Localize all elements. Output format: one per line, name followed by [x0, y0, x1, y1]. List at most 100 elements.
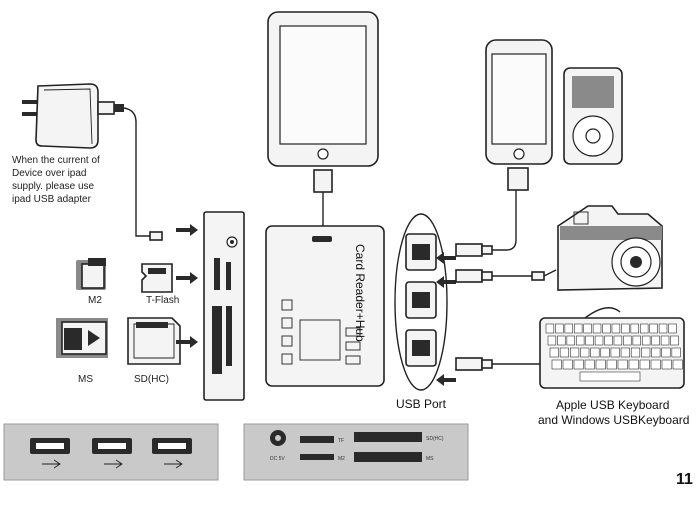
keyboard-key: [566, 335, 575, 346]
keyboard-key: [611, 323, 621, 334]
card-label-m2: M2: [88, 295, 102, 306]
hub-side-panel: [203, 211, 245, 401]
keyboard-label-line-2: and Windows USBKeyboard: [538, 413, 689, 427]
keyboard-key: [650, 359, 661, 370]
dc-plug: [149, 231, 163, 241]
adapter-note-line-2: Device over ipad: [12, 168, 86, 179]
iphone-dock-connector: [507, 167, 529, 191]
keyboard-key: [604, 335, 613, 346]
m2-card-icon: [76, 258, 106, 290]
keyboard-key: [672, 359, 683, 370]
keyboard-key: [590, 347, 600, 358]
keyboard-key: [628, 359, 639, 370]
keyboard-key: [549, 347, 559, 358]
ipad-dock-connector: [313, 169, 333, 193]
arrow-usb-3-icon: [436, 374, 456, 386]
panel-label-sd: SD(HC): [426, 436, 444, 442]
arrow-usb-1-icon: [436, 252, 456, 264]
adapter-note-line-4: ipad USB adapter: [12, 194, 92, 205]
keyboard-key: [547, 335, 557, 346]
keyboard-key: [649, 323, 658, 334]
keyboard-key: [570, 347, 580, 358]
card-slots-panel: [243, 423, 469, 481]
keyboard-key: [630, 347, 641, 358]
keyboard-key: [562, 359, 573, 370]
adapter-note-line-1: When the current of: [12, 155, 100, 166]
arrow-tflash-icon: [176, 272, 198, 284]
keyboard-key: [668, 323, 677, 334]
keyboard-key: [661, 359, 672, 370]
adapter-note-line-3: supply. please use: [12, 181, 95, 192]
keyboard-key: [573, 323, 583, 334]
keyboard-key: [639, 323, 649, 334]
keyboard-key: [641, 335, 651, 346]
arrow-usb-2-icon: [436, 276, 456, 288]
ipad-device: [267, 11, 379, 167]
keyboard-key: [551, 359, 562, 370]
power-adapter: [22, 83, 124, 149]
keyboard-key: [602, 323, 611, 334]
usb-port-group: [394, 213, 448, 391]
keyboard-key: [584, 359, 595, 370]
card-label-tflash: T-Flash: [146, 295, 179, 306]
keyboard-label-line-1: Apple USB Keyboard: [556, 398, 669, 412]
card-label-sd: SD(HC): [134, 374, 169, 385]
arrow-dc-icon: [176, 224, 198, 236]
usb-plug-camera: [455, 269, 557, 283]
keyboard-key: [559, 347, 570, 358]
iphone-device: [485, 39, 553, 165]
keyboard-key: [632, 335, 641, 346]
keyboard-key: [585, 335, 594, 346]
keyboard-key: [580, 347, 590, 358]
keyboard-key: [623, 335, 632, 346]
usb-port-label: USB Port: [396, 397, 447, 411]
keyboard-key: [555, 323, 564, 334]
adapter-cable: [123, 107, 152, 237]
tflash-card-icon: [141, 263, 173, 293]
keyboard-key: [651, 335, 660, 346]
sd-card-icon: [127, 317, 181, 365]
keyboard-key: [660, 335, 670, 346]
keyboard-key: [639, 359, 650, 370]
arrow-sd-icon: [176, 336, 198, 348]
keyboard-key: [651, 347, 661, 358]
keyboard-key: [620, 347, 630, 358]
keyboard-key: [613, 335, 623, 346]
usb-ports-panel: [3, 423, 219, 481]
usb-plug-keyboard: [455, 357, 540, 371]
keyboard-key: [545, 323, 555, 334]
keyboard-key: [641, 347, 651, 358]
keyboard-device: [539, 307, 685, 389]
panel-label-tf: TF: [338, 438, 344, 444]
ms-card-icon: [56, 318, 108, 358]
keyboard-key: [575, 335, 585, 346]
keyboard-key: [617, 359, 628, 370]
keyboard-key: [573, 359, 584, 370]
usb-symbol-icon: [42, 459, 183, 469]
hub-title: Card Reader+Hub: [353, 244, 367, 342]
keyboard-key: [630, 323, 639, 334]
page-number: 11: [676, 471, 693, 488]
keyboard-key: [595, 359, 606, 370]
keyboard-key: [592, 323, 602, 334]
keyboard-key: [557, 335, 566, 346]
panel-label-m2: M2: [338, 456, 345, 462]
ipod-device: [563, 67, 623, 165]
keyboard-key: [621, 323, 630, 334]
keyboard-key: [670, 335, 679, 346]
keyboard-key: [606, 359, 617, 370]
keyboard-key: [658, 323, 668, 334]
keyboard-key: [661, 347, 671, 358]
keyboard-key: [594, 335, 604, 346]
camera-device: [557, 205, 663, 291]
card-label-ms: MS: [78, 374, 93, 385]
keyboard-key: [564, 323, 573, 334]
panel-label-ms: MS: [426, 456, 434, 462]
keyboard-space-key: [579, 371, 641, 382]
keyboard-key: [610, 347, 620, 358]
usb-plug-iphone: [455, 190, 517, 257]
card-reader-hub: Card Reader+Hub: [265, 225, 385, 387]
keyboard-key: [600, 347, 610, 358]
keyboard-key: [583, 323, 592, 334]
